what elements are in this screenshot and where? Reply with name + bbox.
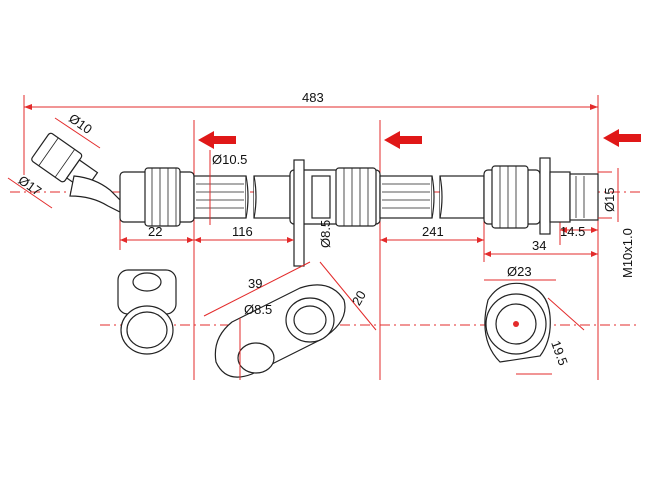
overall-length-dimension: 483 [24,90,598,110]
end-nut-detail [117,269,177,355]
thread-spec-label: M10x1.0 [620,228,635,278]
end-length-label: 22 [148,224,162,239]
hose-section-2 [379,175,485,219]
hose-section-2-dimension: 241 [380,224,484,243]
bracket-hole-detail-label: Ø8.5 [244,302,272,317]
end-flare-diameter-label: Ø17 [16,172,45,198]
left-end-fitting: Ø17 Ø10 [7,111,121,213]
left-crimp-ferrule [119,167,195,227]
hose-section-2-label: 241 [422,224,444,239]
end-length-dimension: 22 [120,224,194,243]
fitting-thread-length-label: 14.5 [560,224,585,239]
hose-section-1-dimension: 116 [194,224,294,243]
overall-length-label: 483 [302,90,324,105]
bracket-width-label: 20 [349,288,369,308]
arrow-left-icon [603,129,641,147]
banjo-height-label: 19.5 [548,339,571,368]
hose-section-1: Ø10.5 [193,150,291,225]
banjo-fitting-detail: Ø23 19.5 [484,264,585,375]
fitting-length-label: 34 [532,238,546,253]
arrow-left-icon [384,131,422,149]
bracket-hole-label: Ø8.5 [318,220,333,248]
bracket-plate-detail: 39 20 Ø8.5 [203,261,377,380]
end-nut-diameter-label: Ø10 [66,111,95,137]
fitting-length-dimension: 34 [484,238,598,257]
hose-diameter-label: Ø10.5 [212,152,247,167]
banjo-diameter-label: Ø23 [507,264,532,279]
middle-bracket-fitting: Ø8.5 [289,159,381,267]
right-end-fitting: Ø15 M10x1.0 [483,157,635,278]
arrow-left-icon [198,131,236,149]
bracket-length-label: 39 [248,276,262,291]
fitting-thread-length-dimension: 14.5 [560,224,598,239]
hose-section-1-label: 116 [232,224,253,239]
fitting-diameter-label: Ø15 [602,187,617,212]
